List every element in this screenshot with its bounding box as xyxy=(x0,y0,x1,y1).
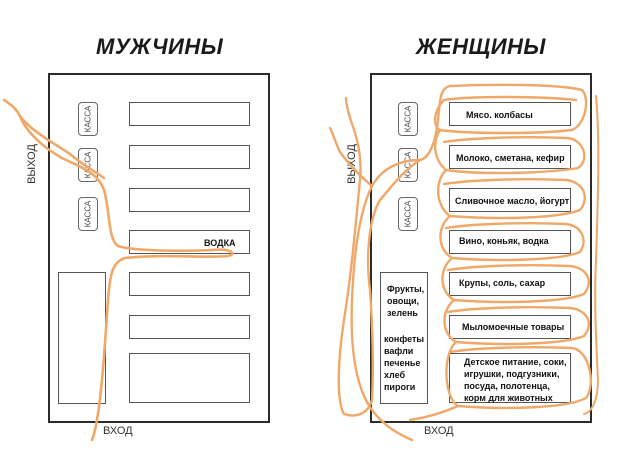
produce-line-3: зелень xyxy=(387,308,418,318)
women-title: ЖЕНЩИНЫ xyxy=(416,34,546,59)
men-register-3: КАССА xyxy=(78,197,98,231)
women-shelf-kids-label: Детское питание, соки, игрушки, подгузни… xyxy=(464,356,567,404)
men-exit-label: ВЫХОД xyxy=(25,144,38,184)
women-register-3: КАССА xyxy=(398,197,418,231)
men-vodka-label: ВОДКА xyxy=(204,238,236,248)
men-shelf-2 xyxy=(129,145,250,169)
men-entrance-label: ВХОД xyxy=(103,425,133,437)
bakery-line-2: вафли xyxy=(384,346,414,356)
women-shelf-meat-label: Мясо. колбасы xyxy=(466,110,533,120)
bakery-line-1: конфеты xyxy=(384,334,425,344)
men-register-1: КАССА xyxy=(78,102,98,136)
kids-line-3: посуда, полотенца, xyxy=(464,381,550,391)
men-shelf-6 xyxy=(129,315,250,339)
women-left-counter-bakery: конфеты вафли печенье хлеб пироги xyxy=(384,333,424,393)
produce-line-1: Фрукты, xyxy=(387,284,425,294)
men-shelf-7 xyxy=(129,353,250,403)
women-register-2: КАССА xyxy=(398,148,418,182)
women-shelf-wine-label: Вино, коньяк, водка xyxy=(459,236,549,246)
women-entrance-label: ВХОД xyxy=(424,425,454,437)
kids-line-1: Детское питание, соки, xyxy=(464,357,567,367)
kids-line-2: игрушки, подгузники, xyxy=(464,369,560,379)
women-register-1: КАССА xyxy=(398,102,418,136)
women-exit-label: ВЫХОД xyxy=(345,144,358,184)
bakery-line-5: пироги xyxy=(384,382,416,392)
men-left-counter xyxy=(58,272,106,404)
kids-line-4: корм для животных xyxy=(464,393,553,403)
women-shelf-grains-label: Крупы, соль, сахар xyxy=(459,278,546,288)
men-shelf-5 xyxy=(129,272,250,296)
men-shelf-1 xyxy=(129,102,250,126)
women-shelf-soap-label: Мыломоечные товары xyxy=(462,322,565,332)
men-shelf-3 xyxy=(129,188,250,212)
women-shelf-butter-label: Сливочное масло, йогурт xyxy=(455,196,570,206)
bakery-line-3: печенье xyxy=(384,358,421,368)
women-shelf-milk-label: Молоко, сметана, кефир xyxy=(456,153,565,163)
men-register-2: КАССА xyxy=(78,148,98,182)
men-title: МУЖЧИНЫ xyxy=(96,34,224,59)
women-left-counter-produce: Фрукты, овощи, зелень xyxy=(387,283,424,319)
produce-line-2: овощи, xyxy=(387,296,420,306)
bakery-line-4: хлеб xyxy=(384,370,406,380)
